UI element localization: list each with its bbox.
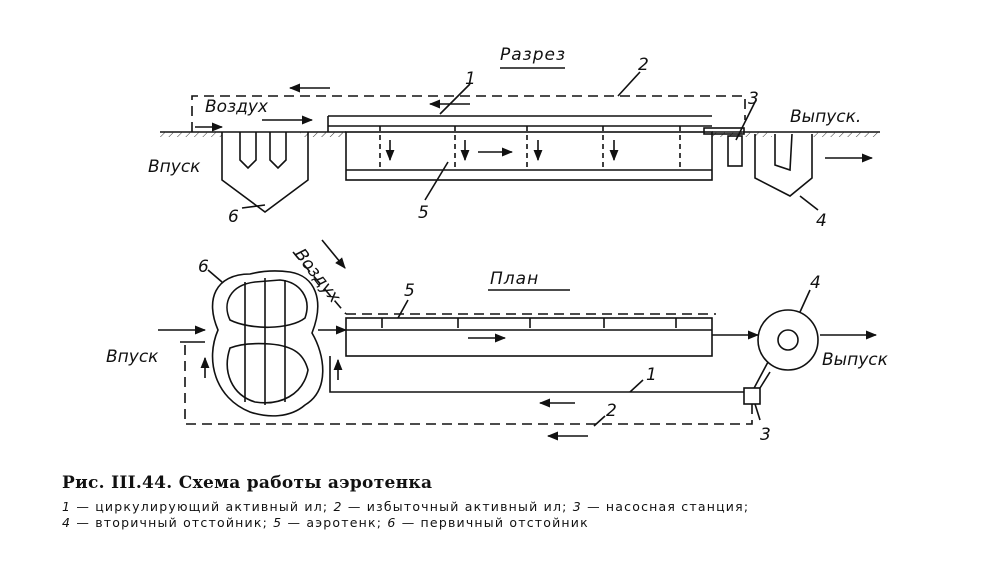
num-label-4-plan: 4 — [810, 273, 821, 293]
primary-settler-section — [221, 131, 309, 213]
legend-entry-5: 5 — аэротенк; — [273, 515, 388, 530]
num-label-3-section: 3 — [748, 89, 759, 109]
air-label-section: Воздух — [205, 97, 269, 117]
legend-entry-1: 1 — циркулирующий активный ил; — [62, 499, 334, 514]
num-label-5-section: 5 — [418, 203, 429, 223]
secondary-settler-section — [754, 133, 813, 197]
num-label-2-plan: 2 — [606, 401, 617, 421]
num-label-1-section: 1 — [465, 69, 476, 89]
inlet-label-section: Впуск — [148, 157, 201, 177]
secondary-settler-plan — [757, 309, 819, 371]
outlet-label-section: Выпуск. — [790, 107, 861, 127]
legend-entry-4: 4 — вторичный отстойник; — [62, 515, 274, 530]
plan-view — [158, 239, 878, 441]
caption-title: Рис. III.44. Схема работы аэротенка — [62, 473, 433, 493]
num-label-3-plan: 3 — [760, 425, 771, 445]
pump-station-section — [703, 127, 745, 167]
legend-entry-6: 6 — первичный отстойник — [387, 515, 589, 530]
num-label-6-section: 6 — [228, 207, 239, 227]
outlet-label-plan: Выпуск — [822, 350, 889, 370]
inlet-label-plan: Впуск — [106, 347, 159, 367]
pump-station-plan — [743, 387, 761, 405]
caption-legend: 1 — циркулирующий активный ил; 2 — избыт… — [62, 499, 982, 531]
num-label-2-section: 2 — [638, 55, 649, 75]
circulating-sludge-line-plan — [329, 356, 771, 393]
aerotank-plan — [345, 317, 713, 357]
legend-entry-2: 2 — избыточный активный ил; — [333, 499, 573, 514]
plan-title: План — [490, 269, 539, 289]
air-line-plan — [292, 239, 716, 315]
aerotank-section — [327, 115, 713, 181]
num-label-1-plan: 1 — [646, 365, 657, 385]
num-label-6-plan: 6 — [198, 257, 209, 277]
section-view — [160, 67, 880, 213]
primary-settler-plan — [211, 270, 324, 417]
legend-entry-3: 3 — насосная станция; — [572, 499, 750, 514]
num-label-5-plan: 5 — [404, 281, 415, 301]
excess-sludge-line-plan — [184, 342, 753, 441]
section-title: Разрез — [500, 45, 566, 65]
num-label-4-section: 4 — [816, 211, 827, 231]
figure-caption: Рис. III.44. Схема работы аэротенка 1 — … — [62, 473, 982, 531]
